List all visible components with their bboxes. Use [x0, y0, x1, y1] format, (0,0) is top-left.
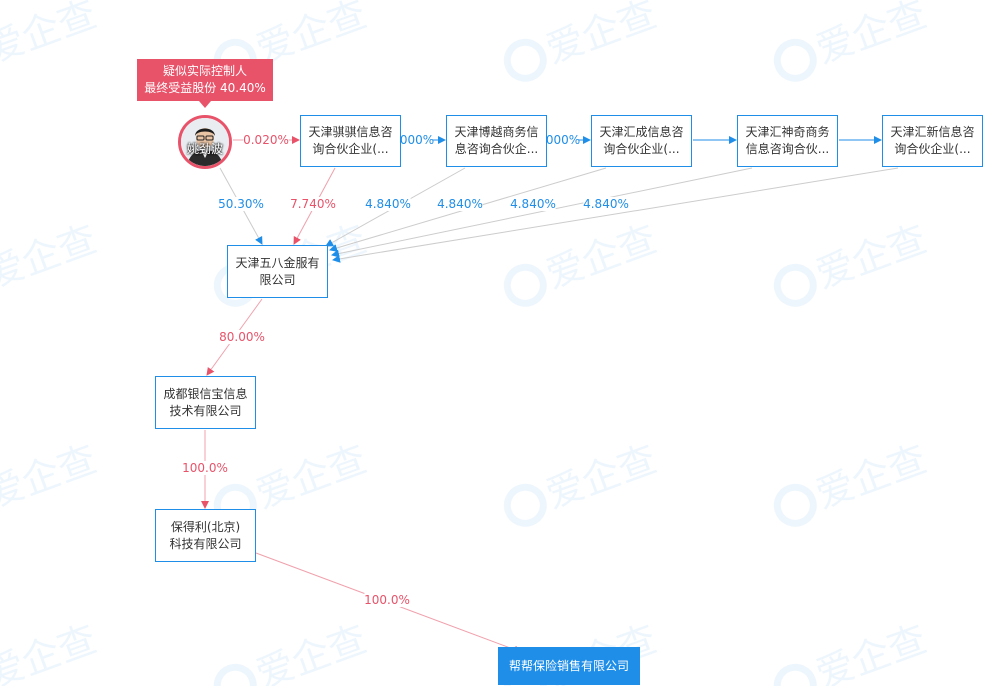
- company-name-line1: 天津汇成信息咨: [599, 125, 684, 139]
- company-name-line2: 限公司: [259, 272, 296, 287]
- company-name-line1: 天津骐骐信息咨: [308, 125, 393, 139]
- edge-huicheng-to-wuba-label-bg: [437, 197, 483, 211]
- edge-huixin-to-wuba-label-bg: [583, 197, 629, 211]
- edge-wuba-to-chengdu-label-bg: [219, 330, 265, 344]
- company-name-line2: 询合伙企业(...: [894, 142, 971, 156]
- edge-qiqi-to-boyue-share-label: 000%: [400, 133, 434, 147]
- edge-baodeli-to-target-label-bg: [364, 593, 410, 607]
- edge-huishenqi-to-wuba-label-bg: [510, 197, 556, 211]
- company-name-line1: 成都银信宝信息: [163, 386, 248, 401]
- company-node-tianjin-wuba-jinfu[interactable]: 天津五八金服有 限公司: [227, 245, 328, 298]
- edge-huixin-to-wuba-share-label: 4.840%: [583, 197, 629, 211]
- edge-baodeli-to-target-share-label: 100.0%: [364, 593, 410, 607]
- edge-huishenqi-to-wuba: [331, 167, 753, 258]
- edge-qiqi-to-wuba-label-bg: [290, 197, 336, 211]
- company-node-tianjin-huixin[interactable]: 天津汇新信息咨 询合伙企业(...: [882, 115, 983, 167]
- edge-boyue-to-wuba-label-bg: [365, 197, 411, 211]
- tooltip-title: 疑似实际控制人: [162, 64, 247, 78]
- actual-controller-tooltip: 疑似实际控制人 最终受益股份 40.40%: [137, 59, 273, 101]
- edge-boyue-to-huicheng-share-label: 000%: [546, 133, 580, 147]
- company-name-line2: 科技有限公司: [169, 536, 242, 551]
- company-name-line2: 询合伙企业(...: [312, 142, 389, 156]
- edge-person-to-wuba-share-label: 50.30%: [218, 197, 264, 211]
- company-node-tianjin-qiqi[interactable]: 天津骐骐信息咨 询合伙企业(...: [300, 115, 401, 167]
- company-node-tianjin-boyue[interactable]: 天津博越商务信 息咨询合伙企...: [446, 115, 547, 167]
- company-name-line2: 息咨询合伙企...: [454, 142, 539, 156]
- tooltip-arrow: [199, 101, 211, 108]
- company-node-tianjin-huishenqi[interactable]: 天津汇神奇商务 信息咨询合伙...: [737, 115, 838, 167]
- edge-chengdu-to-baodeli-share-label: 100.0%: [182, 461, 228, 475]
- edge-person-to-wuba-label-bg: [218, 197, 264, 211]
- company-node-baodeli-beijing[interactable]: 保得利(北京) 科技有限公司: [155, 509, 256, 562]
- tooltip-share: 最终受益股份 40.40%: [144, 81, 266, 95]
- person-node-yao-jinbo[interactable]: 姚劲波: [178, 115, 232, 169]
- edge-chengdu-to-baodeli-label-bg: [182, 461, 228, 475]
- company-name-line1: 天津五八金服有: [235, 255, 320, 270]
- edge-boyue-to-huicheng-label-bg: [547, 133, 579, 147]
- edge-qiqi-to-wuba-share-label: 7.740%: [290, 197, 336, 211]
- edge-huixin-to-wuba: [332, 167, 899, 263]
- edge-boyue-to-wuba-share-label: 4.840%: [365, 197, 411, 211]
- edge-person-to-qiqi-share-label: 0.020%: [243, 133, 289, 147]
- company-name-line2: 技术有限公司: [169, 403, 242, 418]
- edge-wuba-to-chengdu-share-label: 80.00%: [219, 330, 265, 344]
- company-name-line2: 信息咨询合伙...: [745, 142, 830, 156]
- company-node-target-bangbang-insurance[interactable]: 帮帮保险销售有限公司: [498, 647, 640, 685]
- edge-qiqi-to-boyue-label-bg: [401, 133, 433, 147]
- company-node-tianjin-huicheng[interactable]: 天津汇成信息咨 询合伙企业(...: [591, 115, 692, 167]
- person-name: 姚劲波: [186, 142, 223, 156]
- company-name-line1: 天津汇新信息咨: [890, 125, 975, 139]
- edge-person-to-qiqi-label-bg: [243, 133, 289, 147]
- company-name-line1: 天津汇神奇商务: [745, 125, 830, 139]
- company-node-chengdu-yinxinbao[interactable]: 成都银信宝信息 技术有限公司: [155, 376, 256, 429]
- edge-huishenqi-to-wuba-share-label: 4.840%: [510, 197, 556, 211]
- company-name-line1: 天津博越商务信: [454, 125, 539, 139]
- company-name: 帮帮保险销售有限公司: [508, 658, 629, 673]
- edge-huicheng-to-wuba-share-label: 4.840%: [437, 197, 483, 211]
- company-name-line1: 保得利(北京): [170, 519, 241, 534]
- person-avatar-photo-icon: [181, 118, 229, 166]
- company-name-line2: 询合伙企业(...: [603, 142, 680, 156]
